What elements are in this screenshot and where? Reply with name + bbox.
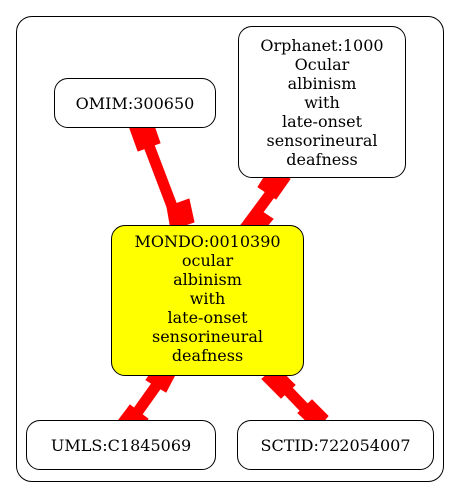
node-umls-label: UMLS:C1845069 [50,435,192,455]
node-umls[interactable]: UMLS:C1845069 [26,420,216,470]
node-omim[interactable]: OMIM:300650 [54,78,216,128]
node-sctid-label: SCTID:722054007 [260,435,411,455]
node-sctid[interactable]: SCTID:722054007 [237,420,434,470]
node-orphanet-label: Orphanet:1000 Ocular albinism with late-… [260,35,384,169]
node-orphanet[interactable]: Orphanet:1000 Ocular albinism with late-… [238,26,406,178]
graph-cluster [16,16,444,482]
node-mondo-label: MONDO:0010390 ocular albinism with late-… [134,232,281,365]
edge-omim-mondo [128,116,195,231]
node-omim-label: OMIM:300650 [75,93,195,113]
node-mondo[interactable]: MONDO:0010390 ocular albinism with late-… [111,225,304,376]
